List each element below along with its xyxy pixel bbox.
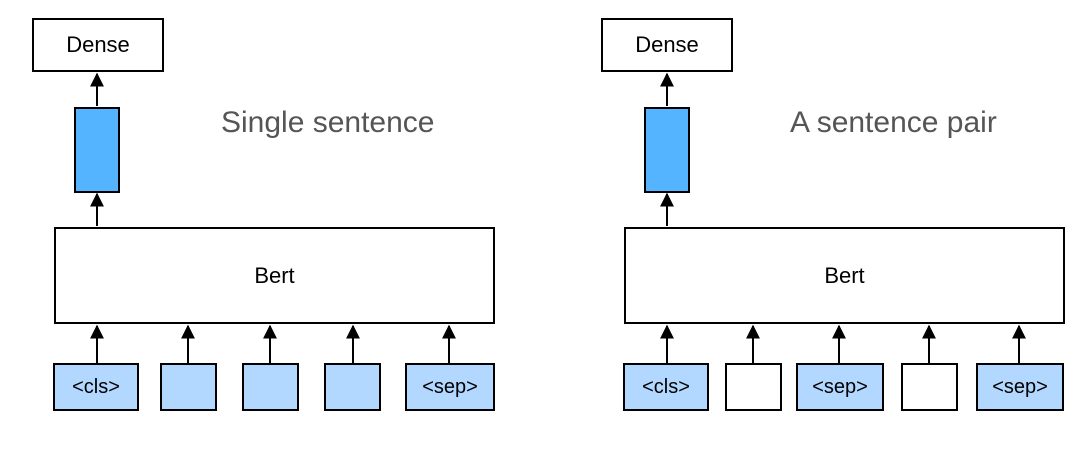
left-token-1: <cls> [53,363,139,411]
right-title: A sentence pair [790,106,997,139]
left-token-2 [160,363,217,411]
right-token-5-label: <sep> [992,375,1048,398]
right-dense-box: Dense [601,18,733,72]
left-output-vector [74,107,120,193]
right-output-vector [644,107,690,193]
left-token-3 [242,363,299,411]
right-token-2 [725,363,782,411]
right-token-5: <sep> [976,363,1064,411]
left-bert-box: Bert [54,227,495,324]
right-token-4 [901,363,958,411]
left-token-1-label: <cls> [72,375,120,398]
right-token-1: <cls> [623,363,709,411]
left-token-4 [324,363,381,411]
right-bert-label: Bert [824,262,865,288]
right-token-1-label: <cls> [642,375,690,398]
right-token-3-label: <sep> [812,375,868,398]
left-bert-label: Bert [254,262,295,288]
right-token-3: <sep> [796,363,884,411]
right-dense-label: Dense [635,32,699,57]
left-dense-label: Dense [66,32,130,57]
right-bert-box: Bert [624,227,1065,324]
left-title: Single sentence [221,106,435,139]
left-token-5: <sep> [405,363,495,411]
left-token-5-label: <sep> [422,375,478,398]
left-dense-box: Dense [32,18,164,72]
